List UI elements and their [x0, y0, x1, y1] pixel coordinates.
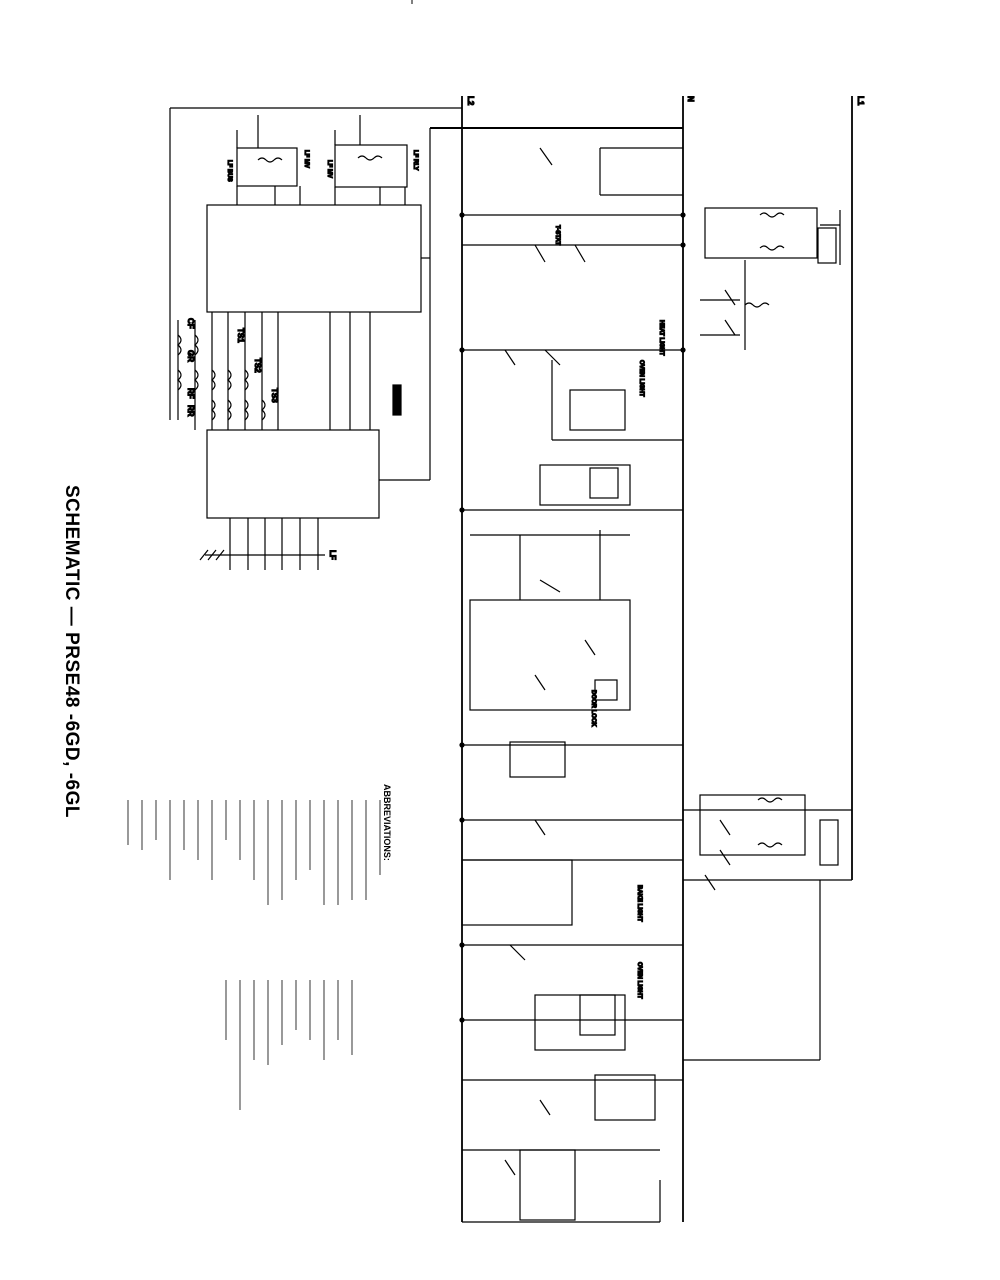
label-ts2: TS2 — [253, 358, 262, 373]
label-n: N — [686, 96, 695, 102]
label-l2: L2 — [466, 96, 475, 106]
label-ts3: TS3 — [270, 388, 279, 403]
label-thermostat: T-STAT — [554, 225, 560, 245]
label-l1: L1 — [856, 96, 865, 106]
label-oven-light-2: OVEN LIGHT — [636, 962, 642, 999]
label-lf-rly: LF RLY — [412, 150, 418, 170]
label-heat-light: HEAT LIGHT — [658, 320, 664, 356]
label-lf-mv: LF MV — [303, 150, 309, 168]
spark-module — [206, 429, 380, 519]
label-bake-light: BAKE LIGHT — [636, 885, 642, 922]
label-rf: RF — [186, 388, 195, 399]
label-oven-light: OVEN LIGHT — [638, 360, 644, 397]
label-gr: GR — [186, 350, 195, 362]
label-cf: CF — [186, 318, 195, 329]
label-lf: LF — [328, 550, 337, 560]
label-lf-mv-2: LF MV — [326, 160, 332, 178]
electronic-control-board — [206, 204, 422, 313]
ground-block — [392, 384, 402, 416]
label-ts1: TS1 — [236, 328, 245, 343]
label-rr: RR — [186, 405, 195, 417]
label-lf-bus: LF BUS — [226, 160, 232, 182]
label-door-lock: DOOR LOCK — [590, 690, 596, 727]
